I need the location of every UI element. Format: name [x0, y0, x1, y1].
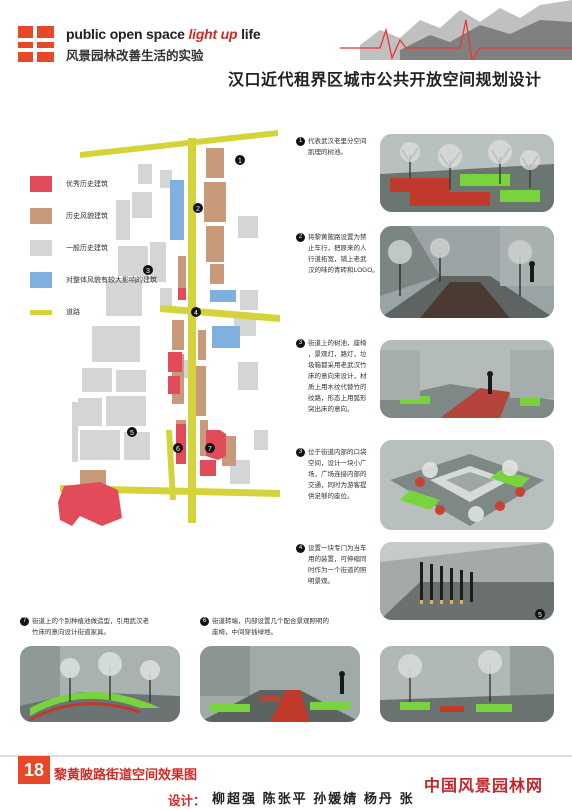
site-plan-map: 1 2 3 4 5 6 7 — [58, 130, 280, 526]
site-watermark: 中国风景园林网 — [424, 778, 544, 795]
page-number-badge: 18 — [18, 756, 50, 784]
render-pocket-plaza — [380, 440, 554, 530]
render-street-furniture — [380, 340, 554, 418]
legend-swatch-style — [30, 208, 52, 224]
legend-item: 对整体风貌有较大影响的建筑 — [30, 272, 230, 292]
render-marker-5: 5 — [538, 612, 542, 619]
subtitle-chinese: 风景园林改善生活的实验 — [66, 49, 204, 63]
footer-divider — [0, 755, 572, 757]
render-street-corner — [200, 646, 360, 722]
map-marker-4: 4 — [194, 310, 198, 317]
logo-mark — [18, 26, 54, 62]
render-bike-facility: 5 — [380, 542, 554, 620]
legend-item: 一般历史建筑 — [30, 240, 230, 260]
legend-swatch-general — [30, 240, 52, 256]
render-tree-pits — [380, 134, 554, 212]
legend-swatch-outstanding — [30, 176, 52, 192]
title-english: public open space light up life — [66, 26, 261, 42]
legend-item: 道路 — [30, 304, 230, 324]
render-plaza-seating — [380, 646, 554, 722]
map-marker-2: 2 — [196, 206, 200, 213]
legend-item: 优秀历史建筑 — [30, 176, 230, 196]
map-marker-1: 1 — [238, 158, 242, 165]
map-marker-7: 7 — [208, 446, 212, 453]
legend-swatch-impact — [30, 272, 52, 288]
designer-label: 设计： — [168, 794, 206, 808]
designer-names: 柳超强 陈张平 孙媛婧 杨丹 张 — [212, 791, 415, 806]
map-marker-3: 3 — [146, 268, 150, 275]
legend-item: 历史风貌建筑 — [30, 208, 230, 228]
header-city-skyline-image — [340, 0, 572, 60]
footer-title: 黎黄陂路街道空间效果图 — [54, 767, 198, 782]
legend-swatch-road — [30, 310, 52, 315]
main-title: 汉口近代租界区城市公共开放空间规划设计 — [228, 72, 542, 89]
map-marker-5: 5 — [130, 430, 134, 437]
render-pedestrian-street — [380, 226, 554, 318]
render-bamboo-bed-planter — [20, 646, 180, 722]
map-marker-6: 6 — [176, 446, 180, 453]
